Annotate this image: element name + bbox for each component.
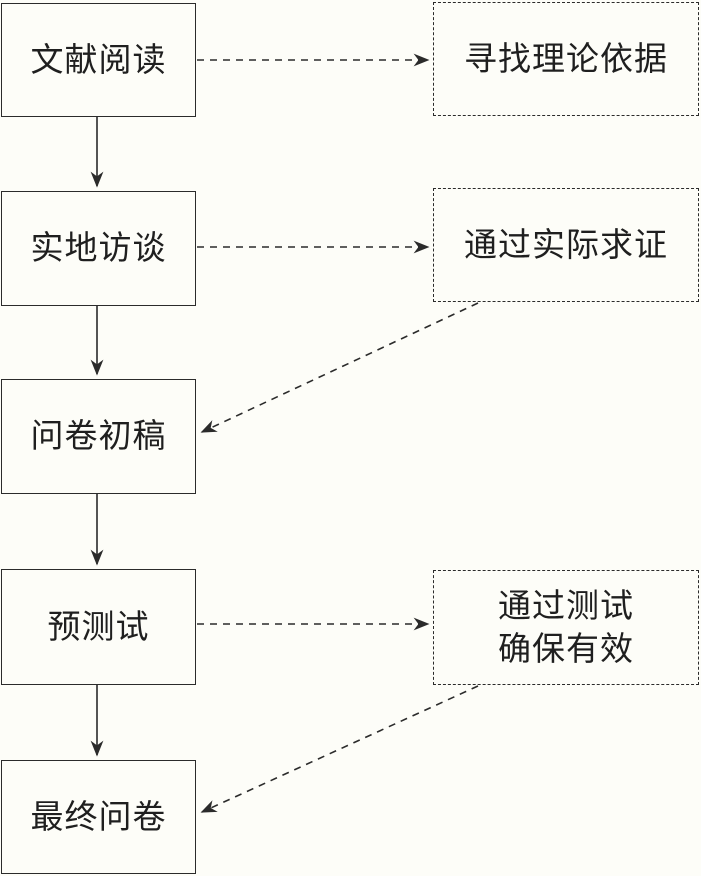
note-box-theory-basis: 寻找理论依据 [433, 2, 699, 116]
step-label: 问卷初稿 [30, 416, 167, 456]
dashed-arrow-note3-to-step5 [200, 685, 479, 813]
step-box-questionnaire-draft: 问卷初稿 [1, 379, 196, 494]
step-label: 预测试 [47, 606, 150, 646]
step-label: 实地访谈 [30, 228, 167, 268]
step-box-final-questionnaire: 最终问卷 [1, 760, 196, 874]
note-label: 寻找理论依据 [464, 38, 668, 78]
step-box-pretest: 预测试 [1, 569, 196, 685]
note-box-practical-verification: 通过实际求证 [433, 188, 699, 302]
step-box-field-interview: 实地访谈 [1, 191, 196, 306]
note-box-test-validity: 通过测试 确保有效 [433, 570, 699, 685]
step-box-literature-reading: 文献阅读 [1, 3, 196, 117]
note-label: 通过实际求证 [464, 224, 668, 264]
note-label: 通过测试 确保有效 [498, 585, 634, 668]
dashed-arrow-note2-to-step3 [200, 302, 479, 433]
step-label: 最终问卷 [30, 796, 167, 836]
step-label: 文献阅读 [30, 39, 167, 79]
